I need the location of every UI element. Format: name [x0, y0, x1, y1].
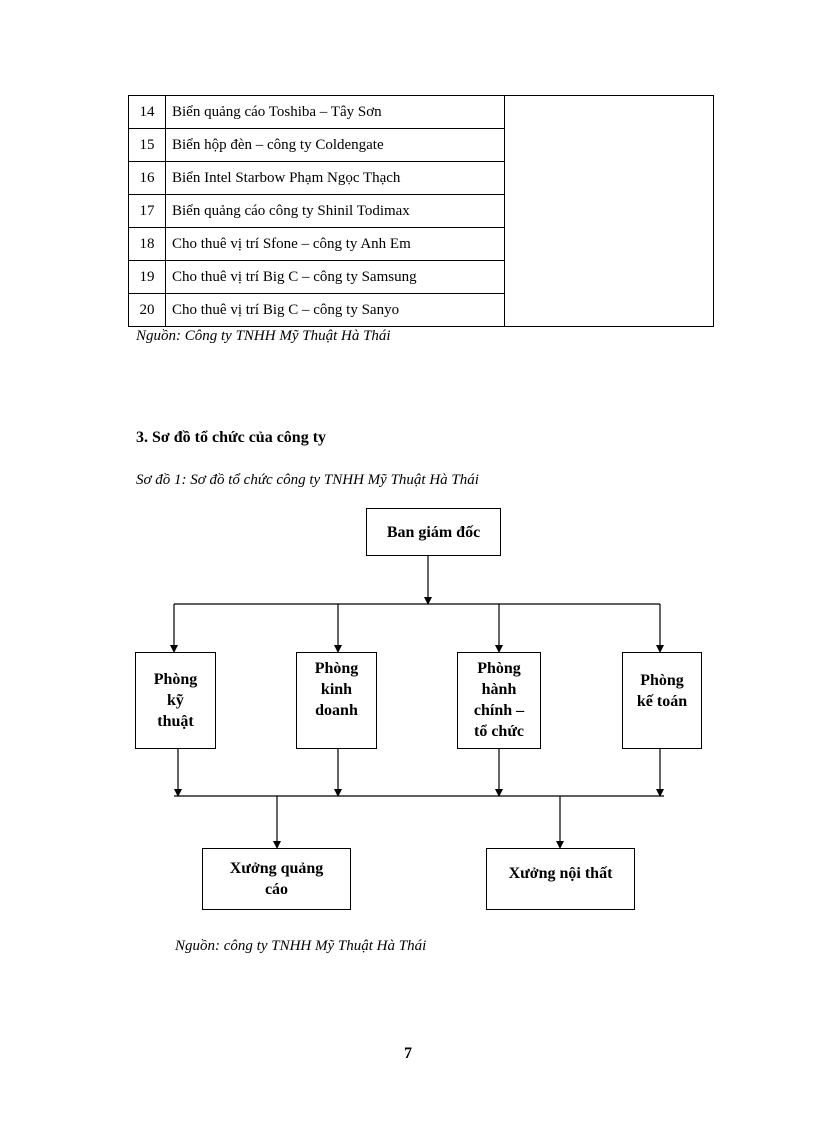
org-box-label-line: tổ chức: [473, 723, 525, 740]
project-table: 14 Biển quảng cáo Toshiba – Tây Sơn 15 B…: [128, 95, 714, 327]
row-name: Cho thuê vị trí Big C – công ty Sanyo: [165, 293, 505, 327]
table-row: 20 Cho thuê vị trí Big C – công ty Sanyo: [128, 293, 714, 327]
org-box-label: Ban giám đốc: [386, 523, 481, 541]
org-box-label-line: chính –: [473, 702, 525, 719]
org-box-label-line: Phòng: [477, 660, 521, 677]
org-box-label-line: kỹ: [167, 692, 184, 709]
org-box-label-line: Phòng: [314, 660, 359, 677]
table-source-note: Nguồn: Công ty TNHH Mỹ Thuật Hà Thái: [136, 328, 391, 344]
row-number: 14: [128, 95, 166, 129]
diagram-caption: Sơ đồ 1: Sơ đồ tổ chức công ty TNHH Mỹ T…: [136, 472, 479, 488]
table-row: 17 Biển quảng cáo công ty Shinil Todimax: [128, 194, 714, 228]
diagram-source-note: Nguồn: công ty TNHH Mỹ Thuật Hà Thái: [175, 938, 427, 954]
row-name: Biển Intel Starbow Phạm Ngọc Thạch: [165, 161, 505, 195]
row-name: Biển quảng cáo công ty Shinil Todimax: [165, 194, 505, 228]
org-box-label-line: Xưởng quảng: [229, 860, 324, 877]
org-box-label-line: Phòng: [640, 672, 684, 689]
org-box-label-line: thuật: [157, 713, 194, 730]
org-box-label-line: kinh: [320, 681, 353, 698]
blank-column-cell: [504, 95, 714, 327]
row-number: 15: [128, 128, 166, 162]
table-row: 16 Biển Intel Starbow Phạm Ngọc Thạch: [128, 161, 714, 195]
table-row: 14 Biển quảng cáo Toshiba – Tây Sơn: [128, 95, 714, 327]
org-box-board-of-directors: Ban giám đốc: [366, 508, 501, 556]
org-box-label-line: hành: [481, 681, 517, 698]
row-number: 18: [128, 227, 166, 261]
org-box-technical-dept: Phòng kỹ thuật: [135, 652, 216, 749]
org-box-interior-workshop: Xưởng nội thất: [486, 848, 635, 910]
section-heading: 3. Sơ đồ tổ chức của công ty: [136, 429, 327, 446]
table-row: 18 Cho thuê vị trí Sfone – công ty Anh E…: [128, 227, 714, 261]
org-box-label-line: Phòng: [153, 671, 198, 688]
org-box-label-line: kế toán: [636, 693, 688, 710]
org-box-accounting-dept: Phòng kế toán: [622, 652, 702, 749]
org-box-label-line: cáo: [264, 881, 289, 898]
org-box-label-line: Xưởng nội thất: [508, 865, 613, 882]
page-number: 7: [404, 1045, 412, 1062]
org-box-admin-dept: Phòng hành chính – tổ chức: [457, 652, 541, 749]
org-box-label-line: doanh: [315, 702, 358, 719]
org-box-business-dept: Phòng kinh doanh: [296, 652, 377, 749]
org-box-advertising-workshop: Xưởng quảng cáo: [202, 848, 351, 910]
row-name: Biển quảng cáo Toshiba – Tây Sơn: [165, 95, 505, 129]
row-name: Cho thuê vị trí Sfone – công ty Anh Em: [165, 227, 505, 261]
